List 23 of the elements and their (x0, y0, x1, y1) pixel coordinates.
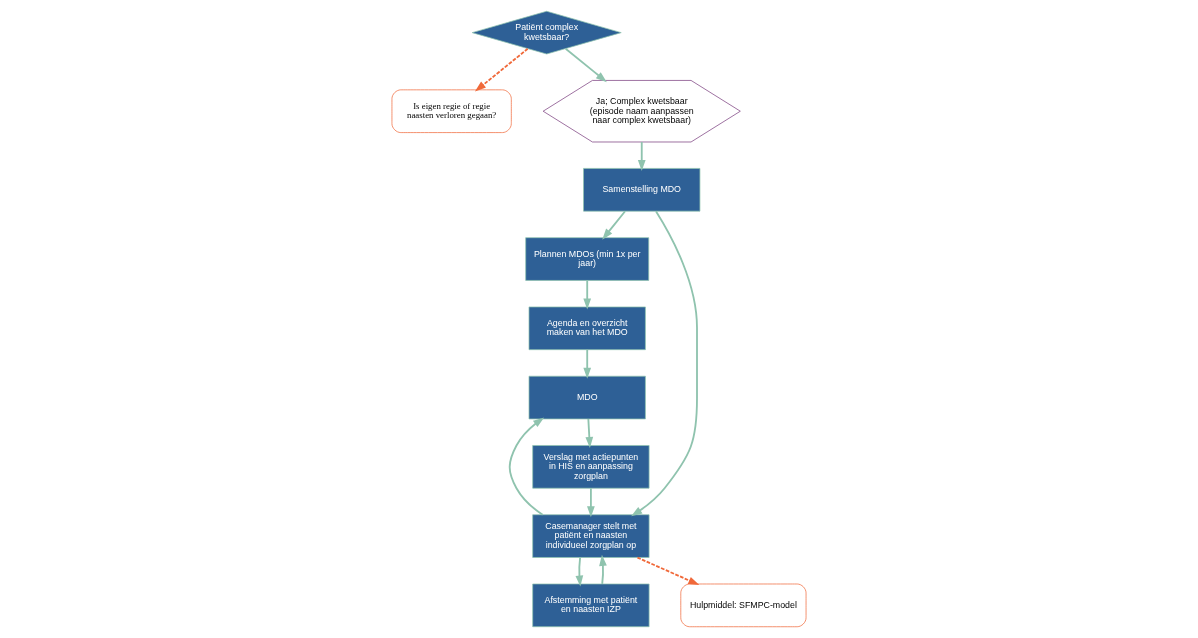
arrow (631, 210, 698, 517)
node-box: Samenstelling MDO (583, 168, 701, 212)
node-box: Plannen MDOs (min 1x per jaar) (525, 237, 650, 281)
arrow (508, 417, 545, 516)
arrow (583, 279, 592, 310)
node-box: Hulpmiddel: SFMPC-model (680, 583, 807, 628)
arrow (599, 554, 607, 585)
arrow (474, 47, 529, 92)
node-diamond: Patiënt complex kwetsbaar? (471, 10, 622, 55)
arrow (583, 348, 592, 379)
arrow (575, 556, 584, 587)
arrow (637, 141, 646, 172)
arrow (564, 47, 607, 83)
node-box: Afstemming met patiënt en naasten IZP (532, 583, 650, 628)
node-box: Casemanager stelt met patiënt en naasten individueel zorgplan op (532, 514, 650, 558)
node-box: MDO (528, 375, 646, 420)
arrow (585, 418, 594, 449)
node-box: Is eigen regie of regie naasten verloren gegaan? (391, 89, 512, 133)
node-box: Verslag met actiepunten in HIS en aanpassing zorgplan (532, 445, 650, 489)
node-box: Agenda en overzicht maken van het MDO (528, 306, 646, 351)
arrow (636, 556, 700, 586)
arrow (602, 210, 626, 240)
arrow (587, 487, 595, 518)
